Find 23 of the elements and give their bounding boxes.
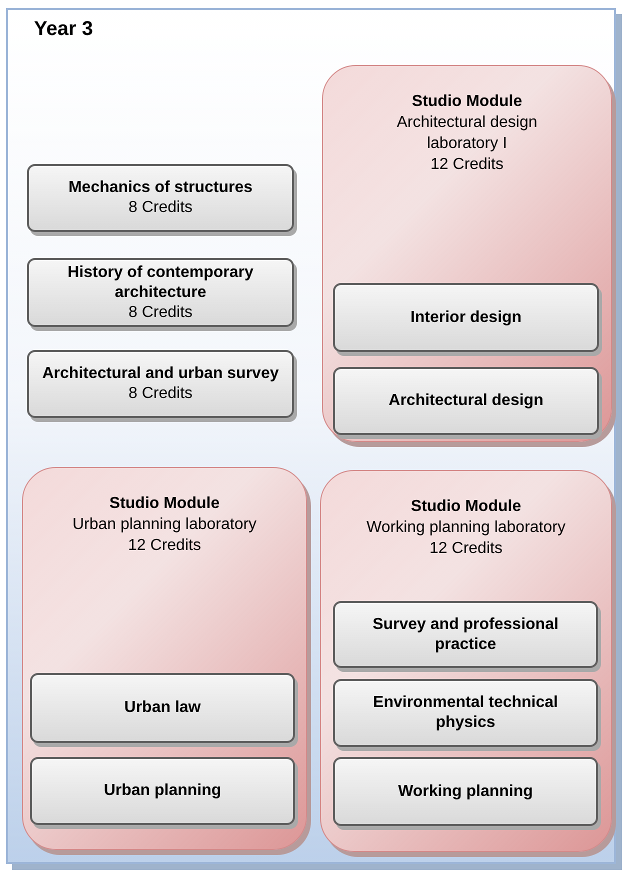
panel-title: Year 3 [34,18,93,41]
module-text: 8 Credits [128,198,193,218]
module-heading: Studio Module [109,494,220,514]
module-heading: Urban law [124,698,201,718]
module-text: 12 Credits [430,539,502,559]
module-heading: Studio Module [412,92,522,112]
module-heading: Mechanics of structures [68,178,253,198]
module-text: 12 Credits [128,536,201,556]
module-heading: Survey and professional practice [372,614,560,654]
module-heading: Architectural and urban survey [42,364,279,384]
module-text: 8 Credits [128,384,193,404]
module-heading: Working planning [398,782,533,802]
module-heading: Architectural design [388,391,544,411]
module-text: 12 Credits [430,155,504,175]
module-heading: Environmental technical physics [372,693,559,733]
module-text: Architectural design laboratory I [396,113,538,154]
module-heading: Studio Module [410,497,522,517]
module-text: Working planning laboratory [366,518,566,538]
module-heading: Interior design [410,308,522,328]
module-text: 8 Credits [128,302,193,322]
module-heading: History of contemporary architecture [66,262,254,302]
module-heading: Urban planning [104,781,222,801]
module-text: Urban planning laboratory [72,515,257,535]
